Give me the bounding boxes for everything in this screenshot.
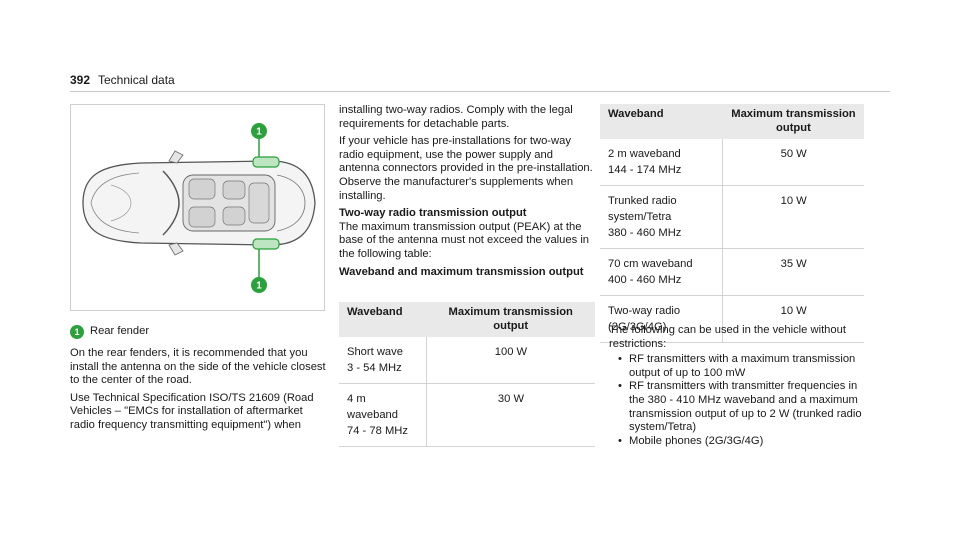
table-cell: 2 m waveband xyxy=(608,148,681,161)
table-cell: 10 W xyxy=(722,185,864,250)
table-cell: 100 W xyxy=(425,337,595,385)
vehicle-diagram: 1 1 xyxy=(70,104,325,311)
table-header: Waveband xyxy=(339,302,427,338)
legend-text: Rear fender xyxy=(90,325,150,338)
table-cell: 70 cm waveband xyxy=(608,258,693,271)
table-cell: 3 - 54 MHz xyxy=(347,362,402,375)
table-cell: Two-way radio xyxy=(608,305,681,318)
table-cell: Trunked radio system/Tetra xyxy=(608,195,677,224)
column-2: installing two-way radios. Comply with t… xyxy=(339,104,595,279)
legend-callout: 1 xyxy=(70,325,84,339)
convertible-top-view-image: 1 1 xyxy=(82,123,316,293)
table-cell: 10 W xyxy=(722,295,864,344)
table-header: Maximum transmission output xyxy=(426,302,595,338)
paragraph: The maximum transmission output (PEAK) a… xyxy=(339,220,590,260)
bullet-list: RF transmitters with a maximum transmiss… xyxy=(609,353,869,448)
paragraph: The following can be used in the vehicle… xyxy=(609,324,846,350)
column-1: 1 Rear fender On the rear fenders, it is… xyxy=(70,325,326,433)
list-item: RF transmitters with a maximum transmiss… xyxy=(609,353,869,380)
table-header: Maximum transmission output xyxy=(722,104,864,140)
table-cell: 30 W xyxy=(425,383,595,448)
paragraph: installing two-way radios. Comply with t… xyxy=(339,104,573,130)
header-rule xyxy=(70,91,890,92)
paragraph: If your vehicle has pre-installations fo… xyxy=(339,135,593,202)
table-cell: 400 - 460 MHz xyxy=(608,274,682,287)
table-cell: 50 W xyxy=(722,139,864,187)
table-cell: 380 - 460 MHz xyxy=(608,227,682,240)
transmission-table-2: Waveband Maximum transmission output 2 m… xyxy=(600,104,864,344)
table-cell: Short wave xyxy=(347,346,403,359)
section-heading: Waveband and maximum transmission output xyxy=(339,265,584,278)
callout-1-bottom: 1 xyxy=(256,281,262,292)
table-cell: 144 - 174 MHz xyxy=(608,164,682,177)
list-item: RF transmitters with transmitter frequen… xyxy=(609,380,869,434)
callout-1-top: 1 xyxy=(256,127,262,138)
paragraph: On the rear fenders, it is recommended t… xyxy=(70,347,326,387)
figure-legend: 1 Rear fender xyxy=(70,325,326,339)
table-cell: 4 m waveband xyxy=(347,393,399,422)
table-cell: 74 - 78 MHz xyxy=(347,425,408,438)
table-header: Waveband xyxy=(600,104,723,140)
section-heading: Two-way radio transmission output xyxy=(339,207,527,220)
table-row: 70 cm waveband 400 - 460 MHz 35 W xyxy=(600,248,864,297)
paragraph: Use Technical Specification ISO/TS 21609… xyxy=(70,391,314,431)
usage-notes: The following can be used in the vehicle… xyxy=(609,324,869,448)
transmission-table-1: Waveband Maximum transmission output Sho… xyxy=(339,302,595,448)
list-item: Mobile phones (2G/3G/4G) xyxy=(609,435,869,449)
table-row: Short wave 3 - 54 MHz 100 W xyxy=(339,337,595,385)
table-row: Two-way radio (2G/3G/4G) 10 W xyxy=(600,295,864,344)
table-cell: 35 W xyxy=(722,248,864,297)
section-title: Technical data xyxy=(98,73,175,87)
table-row: 2 m waveband 144 - 174 MHz 50 W xyxy=(600,139,864,187)
table-row: 4 m waveband 74 - 78 MHz 30 W xyxy=(339,383,595,448)
page-number: 392 xyxy=(70,73,91,87)
table-cell: (2G/3G/4G) xyxy=(608,321,667,334)
